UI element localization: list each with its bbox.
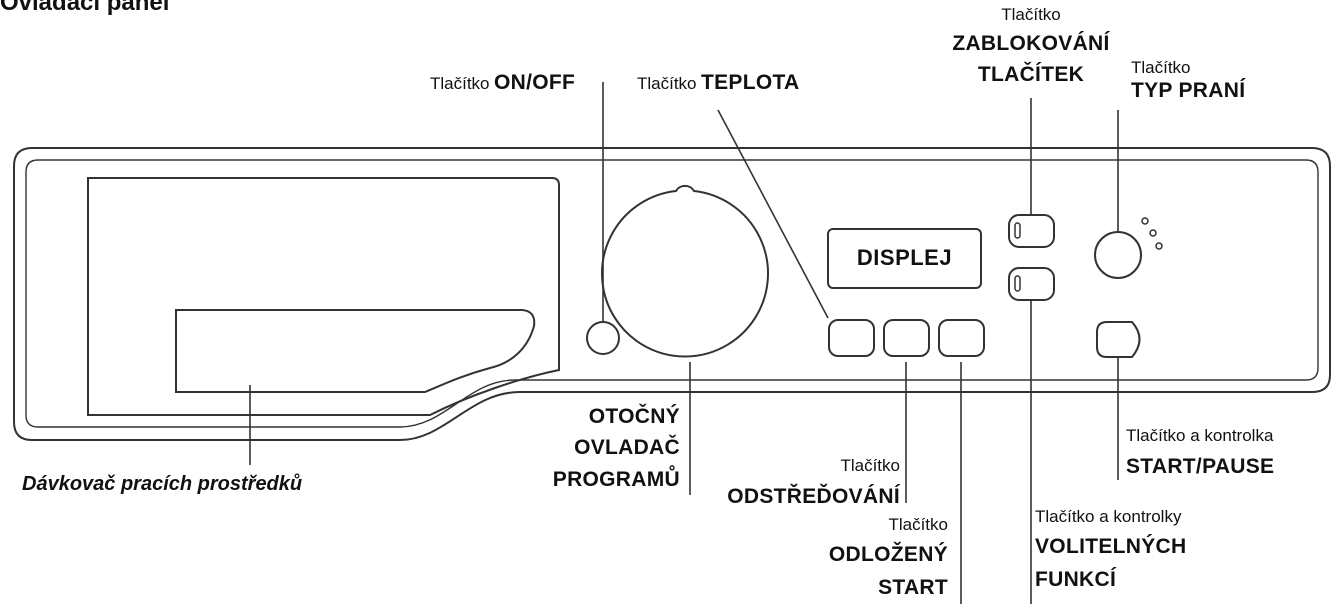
label-start-pause-name: START/PAUSE	[1126, 455, 1275, 479]
label-zablokovani: Tlačítko ZABLOKOVÁNÍ TLAČÍTEK	[931, 4, 1131, 88]
label-volitelnych: Tlačítko a kontrolky VOLITELNÝCH FUNKCÍ	[1035, 506, 1186, 593]
on-off-button	[586, 321, 620, 355]
label-zablokovani-line1: ZABLOKOVÁNÍ	[952, 32, 1110, 56]
label-odlozeny-prefix: Tlačítko	[888, 515, 948, 534]
odlozeny-start-button	[938, 319, 985, 357]
label-typ-prani-prefix: Tlačítko	[1131, 58, 1191, 77]
zablokovani-button	[1008, 214, 1055, 248]
label-davkovac: Dávkovač pracích prostředků	[22, 473, 303, 495]
label-on-off: Tlačítko ON/OFF	[430, 70, 575, 96]
label-start-pause: Tlačítko a kontrolka START/PAUSE	[1126, 425, 1274, 481]
page-title: Ovládací panel	[0, 0, 170, 16]
label-otocny-line1: OTOČNÝ	[588, 405, 680, 428]
label-zablokovani-prefix: Tlačítko	[1001, 5, 1061, 24]
label-teplota: Tlačítko TEPLOTA	[637, 70, 800, 96]
display-window	[827, 228, 982, 289]
label-teplota-name: TEPLOTA	[700, 71, 800, 94]
label-typ-prani-name: TYP PRANÍ	[1131, 79, 1246, 103]
label-odstredovani-name: ODSTŘEĎOVÁNÍ	[727, 485, 900, 509]
label-volitelnych-line1: VOLITELNÝCH	[1035, 535, 1187, 559]
label-teplota-prefix: Tlačítko	[637, 74, 697, 93]
label-odstredovani: Tlačítko ODSTŘEĎOVÁNÍ	[690, 455, 900, 511]
label-typ-prani: Tlačítko TYP PRANÍ	[1131, 57, 1245, 105]
detergent-drawer	[87, 177, 560, 416]
display-label: DISPLEJ	[856, 245, 953, 270]
label-otocny: OTOČNÝ OVLADAČ PROGRAMŮ	[500, 404, 680, 493]
odstredovani-button	[883, 319, 930, 357]
label-on-off-name: ON/OFF	[493, 71, 576, 94]
label-odlozeny-line2: START	[878, 575, 948, 599]
label-odstredovani-prefix: Tlačítko	[840, 456, 900, 475]
label-start-pause-prefix: Tlačítko a kontrolka	[1126, 426, 1274, 445]
start-pause-button	[1096, 321, 1141, 358]
drawer-handle	[175, 309, 536, 393]
panel-outline	[13, 147, 1331, 441]
leader-teplota	[717, 109, 829, 319]
teplota-button	[828, 319, 875, 357]
label-otocny-line3: PROGRAMŮ	[552, 467, 680, 491]
label-otocny-line2: OVLADAČ	[574, 436, 680, 460]
typ-prani-knob	[1094, 231, 1142, 279]
label-on-off-prefix: Tlačítko	[430, 74, 490, 93]
label-volitelnych-line2: FUNKCÍ	[1035, 567, 1117, 591]
program-knob	[601, 184, 769, 358]
label-odlozeny: Tlačítko ODLOŽENÝ START	[780, 514, 948, 601]
label-volitelnych-prefix: Tlačítko a kontrolky	[1035, 507, 1182, 526]
volitelne-funkce-button	[1008, 267, 1055, 301]
label-zablokovani-line2: TLAČÍTEK	[977, 62, 1085, 86]
panel-bevel	[25, 159, 1319, 428]
label-odlozeny-line1: ODLOŽENÝ	[828, 543, 948, 567]
